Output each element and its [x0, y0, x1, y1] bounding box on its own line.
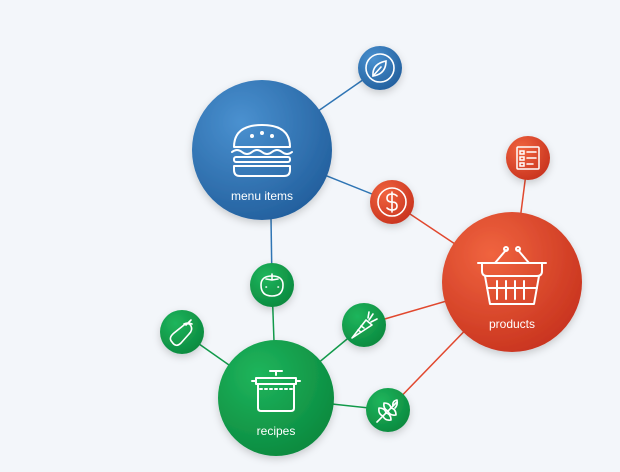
satellite-carrot[interactable]: [342, 303, 386, 347]
eggplant-icon: [169, 319, 193, 347]
wheat-icon: [376, 399, 399, 423]
satellite-leaf[interactable]: [358, 46, 402, 90]
checklist-icon: [516, 146, 540, 170]
dollar-icon: [377, 187, 407, 217]
satellite-eggplant[interactable]: [160, 310, 204, 354]
satellite-tomato[interactable]: [250, 263, 294, 307]
node-products-label: products: [489, 317, 535, 331]
satellite-checklist[interactable]: [506, 136, 550, 180]
node-products[interactable]: products: [442, 212, 582, 352]
tomato-icon: [260, 273, 284, 297]
node-recipes[interactable]: recipes: [218, 340, 334, 456]
node-menu-items-label: menu items: [231, 189, 293, 203]
cooking-pot-icon: [251, 370, 301, 412]
leaf-icon: [365, 53, 395, 83]
burger-icon: [231, 124, 293, 177]
node-menu-items[interactable]: menu items: [192, 80, 332, 220]
satellite-wheat[interactable]: [366, 388, 410, 432]
carrot-icon: [351, 311, 378, 339]
node-recipes-label: recipes: [257, 424, 296, 438]
basket-icon: [477, 246, 547, 305]
satellite-dollar[interactable]: [370, 180, 414, 224]
